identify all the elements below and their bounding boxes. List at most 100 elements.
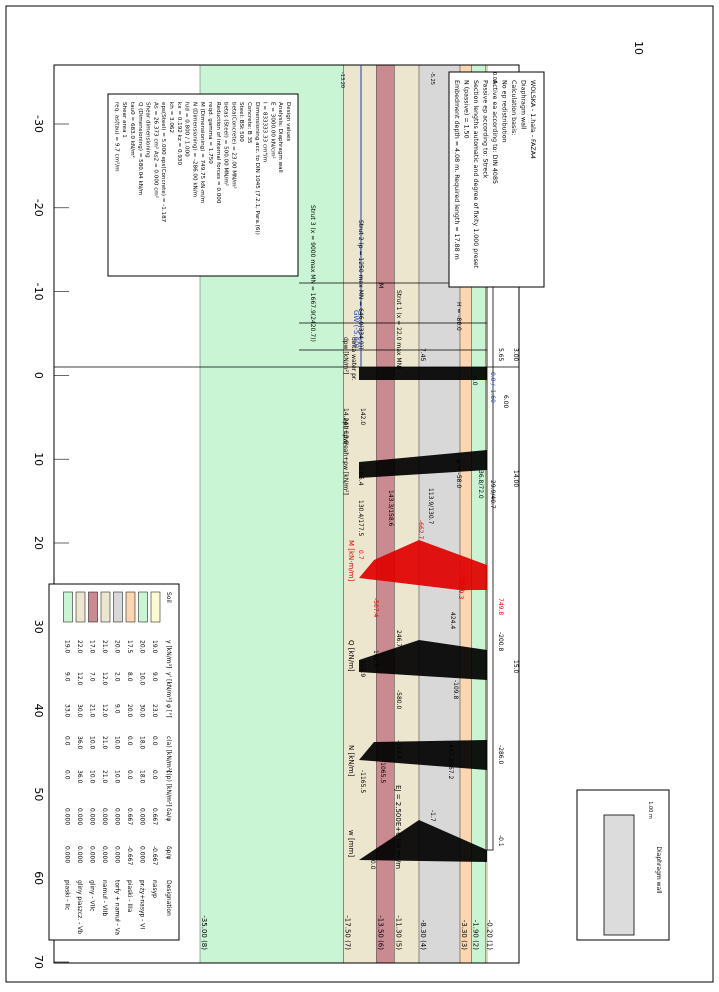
soil-cell: 18.0 bbox=[139, 736, 146, 750]
left-axis-tick: 10 bbox=[632, 41, 645, 55]
deflection-0-0: 0.0 bbox=[369, 860, 376, 870]
soil-cell: 7.0 bbox=[89, 672, 96, 682]
moment-diagram bbox=[359, 540, 487, 590]
design-line: beta(Concrete) = 23.00 MN/m² bbox=[230, 102, 237, 189]
info-box-frame bbox=[448, 71, 545, 288]
design-line: Dimensioning acc. to DIN 1045 (7.2.1, Pa… bbox=[254, 102, 260, 235]
soil-swatch bbox=[138, 591, 148, 623]
soil-cell: -0.667 bbox=[151, 846, 158, 866]
deflection-axis-label: w [mm] bbox=[347, 830, 355, 857]
level-13-label: -13.20 bbox=[339, 72, 345, 88]
legend-title: Diaphragm wall bbox=[655, 846, 662, 894]
p-label: p = -58.0 bbox=[455, 460, 462, 488]
soil-cell: 21.0 bbox=[89, 704, 96, 718]
layer-depth-label: -35.00 (8) bbox=[200, 915, 208, 950]
water-pressure-values: 0.0 / -1.60 bbox=[489, 372, 496, 403]
soil-cell: 0.0 bbox=[126, 770, 133, 780]
design-line: As = 26.373 cm² As2 = 0.000 cm² bbox=[152, 102, 159, 198]
soil-cell: gliny - VIIc bbox=[89, 880, 96, 911]
soil-cell: 9.0 bbox=[114, 704, 121, 714]
earth-pressure-axis-label: eph+pw/eah+pw [kN/m²] bbox=[342, 418, 349, 495]
dim-15-0: 15.0 bbox=[512, 660, 519, 674]
soil-swatch bbox=[113, 591, 123, 623]
normal-567-2: -567.2 bbox=[447, 760, 454, 780]
soil-cell: 0.000 bbox=[114, 846, 121, 863]
dim-3-00: 3.00 bbox=[512, 348, 519, 362]
pressure-5-4: 5.4 bbox=[357, 476, 364, 486]
normal-286-0: -286.0 bbox=[497, 745, 504, 765]
soil-cell: 0.0 bbox=[64, 770, 71, 780]
soil-cell: 8.0 bbox=[126, 672, 133, 682]
water-pressure-0: 0.0 bbox=[471, 376, 478, 386]
shear-115-9: 115.9 bbox=[359, 660, 366, 677]
soil-cell: 30.0 bbox=[76, 704, 83, 718]
pressure-0-6: 0.6 bbox=[357, 466, 364, 476]
legend-width: 1.00 m bbox=[647, 801, 653, 819]
dpw-axis-label: dpw [kN/m²] bbox=[342, 337, 349, 374]
soil-cell: 0.0 bbox=[126, 736, 133, 746]
water-pressure-diagram bbox=[359, 367, 487, 380]
dim-14-00: 14.00 bbox=[512, 470, 519, 487]
design-line: tau0 = 683.0 kN/m² bbox=[129, 102, 136, 158]
info-line: Section lengths automatic and degree of … bbox=[472, 80, 479, 269]
soil-swatch bbox=[100, 591, 111, 623]
soil-header: c(p) [kN/m²] bbox=[165, 770, 172, 807]
soil-cell: 0.000 bbox=[101, 808, 108, 825]
soil-cell: piaski - IIc bbox=[64, 880, 71, 910]
soil-cell: 36.0 bbox=[76, 770, 83, 784]
soil-cell: 21.0 bbox=[101, 736, 108, 750]
moment-229-3: -229.3 bbox=[457, 580, 464, 600]
soil-cell: 23.0 bbox=[151, 704, 158, 718]
normal-force-diagram bbox=[359, 740, 487, 770]
soil-cell: 0.000 bbox=[76, 846, 83, 863]
soil-cell: 17.0 bbox=[89, 640, 96, 654]
design-line: eps(Steel) = 5.000 eps(Concrete) = -1.18… bbox=[160, 102, 166, 223]
design-line: kh = 3.062 bbox=[168, 102, 174, 133]
info-line: Passive ep according to: Streck bbox=[482, 80, 489, 179]
soil-cell: 12.0 bbox=[101, 704, 108, 718]
dim-5-65: 5.65 bbox=[497, 348, 504, 362]
soil-swatch bbox=[63, 591, 73, 623]
design-line: reqd. gamma = 1.750 bbox=[207, 102, 213, 164]
soil-header: δa/φ bbox=[165, 808, 172, 821]
soil-header: φ [°] bbox=[165, 704, 172, 718]
soil-table-frame bbox=[48, 583, 180, 941]
page-frame bbox=[5, 5, 714, 983]
earth-pressure-diagram bbox=[359, 450, 487, 478]
design-line: N (Dimensioning) = -286.00 kN/m bbox=[191, 102, 197, 197]
diaphragm-wall bbox=[486, 229, 494, 851]
soil-cell: 2.0 bbox=[114, 672, 121, 682]
soil-cell: 10.0 bbox=[139, 672, 146, 686]
soil-cell: 0.0 bbox=[151, 736, 158, 746]
annotations: Strut 1 (x = 22.0 max MN) Strut 2 (p = 1… bbox=[309, 72, 519, 870]
info-line: WOLSKA - 1.hala - FAZA4 bbox=[529, 80, 536, 159]
normal-753-6: -753.6 bbox=[395, 740, 402, 760]
strut-2-label: Strut 2 (p = 1250 max MN = 646.0(334.9)) bbox=[357, 220, 364, 349]
soil-cell: 22.0 bbox=[76, 640, 83, 654]
pressure-29-9: 29.9/40.7 bbox=[489, 480, 496, 509]
soil-layers: -0.20 (1)-1.90 (2)-3.30 (3)-8.30 (4)-11.… bbox=[199, 64, 494, 964]
soil-cell: 30.0 bbox=[139, 704, 146, 718]
design-line: E = 3000.00 kN/cm² bbox=[269, 102, 276, 159]
soil-cell: 10.0 bbox=[89, 736, 96, 750]
soil-cell: 0.000 bbox=[114, 808, 121, 825]
normal-1165-5: -1165.5 bbox=[359, 770, 366, 793]
design-box-frame bbox=[107, 93, 299, 277]
moment-0-7: 0.7 bbox=[357, 550, 364, 560]
design-line: Steel: BSt 500 bbox=[238, 102, 244, 142]
design-line: Design values bbox=[285, 102, 291, 141]
soil-cell: 0.0 bbox=[64, 736, 71, 746]
soil-cell: 12.0 bbox=[101, 672, 108, 686]
strut-1-label: Strut 1 (x = 22.0 max MN) bbox=[395, 290, 402, 369]
soil-cell: 0.000 bbox=[64, 808, 71, 825]
soil-cell: 36.0 bbox=[76, 736, 83, 750]
layer-depth-label: -0.20 (1) bbox=[485, 920, 493, 951]
soil-cell: 18.0 bbox=[139, 770, 146, 784]
pressure-14-24: 14.24 / 13.9 bbox=[342, 408, 349, 445]
layer-depth-label: -3.30 (3) bbox=[460, 920, 468, 951]
moment-749-8: 749.8 bbox=[497, 598, 504, 615]
shear-246-7: 246.7 bbox=[395, 630, 402, 647]
